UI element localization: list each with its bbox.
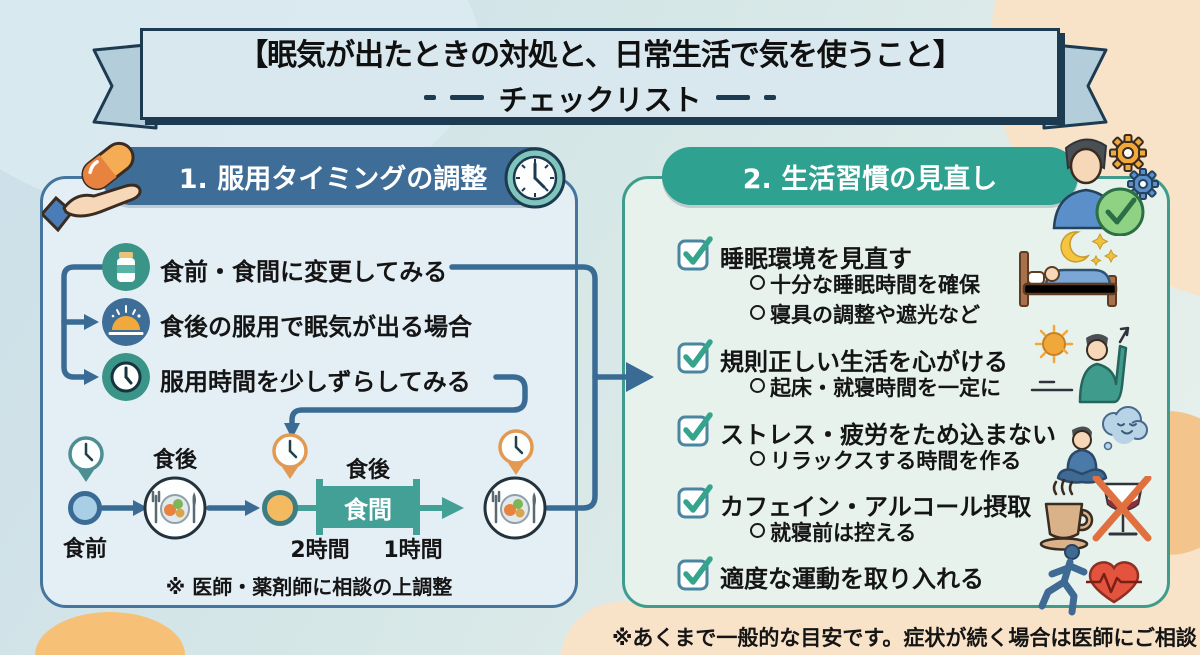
checkbox-icon-5 xyxy=(677,556,713,591)
lifestyle-item-2: 規則正しい生活を心がける xyxy=(720,348,1008,376)
page-subtitle: チェックリスト xyxy=(424,77,776,119)
between-meals-box: 食間 xyxy=(316,479,420,535)
clock-pin-end-icon xyxy=(498,429,534,475)
bullet-circle xyxy=(750,378,765,393)
running-heart-icon xyxy=(1038,544,1142,616)
gear-orange xyxy=(1109,134,1147,172)
lifestyle-item-1-sub-2: 寝具の調整や遮光など xyxy=(770,303,980,327)
lifestyle-panel xyxy=(622,176,1170,608)
clock-pin-mid-icon xyxy=(272,433,308,479)
timing-item-2: 食後の服用で眠気が出る場合 xyxy=(160,313,472,341)
bed-moon-icon xyxy=(1019,231,1119,307)
meal-plate-icon-2 xyxy=(483,476,547,540)
two-hours-label: 2時間 xyxy=(290,538,350,563)
checkbox-icon-2 xyxy=(677,339,713,374)
ribbon-dash-right-long xyxy=(715,95,750,100)
consult-note: ※ 医師・薬剤師に相談の上調整 xyxy=(165,575,453,599)
person-gears-check-icon xyxy=(1052,134,1159,236)
bullet-circle xyxy=(750,305,765,320)
timing-item-1: 食前・食間に変更してみる xyxy=(160,258,448,286)
bullet-circle xyxy=(750,451,765,466)
title-ribbon: 【眠気が出たときの対処と、日常生活で気を使うこと】 チェックリスト xyxy=(140,28,1060,120)
lifestyle-item-4-sub-1: 就寝前は控える xyxy=(770,521,917,545)
lifestyle-item-3: ストレス・疲労をため込まない xyxy=(720,421,1056,449)
checkbox-icon-4 xyxy=(677,484,713,519)
medicine-bottle-icon xyxy=(102,243,150,291)
timing-item-3: 服用時間を少しずらしてみる xyxy=(160,368,471,396)
hand-pill-icon xyxy=(42,141,142,233)
ribbon-dash-left-long xyxy=(450,95,485,100)
lifestyle-item-3-sub-1: リラックスする時間を作る xyxy=(770,449,1022,473)
bullet-circle xyxy=(750,275,765,290)
section1-header: 1. 服用タイミングの調整 xyxy=(102,147,564,205)
checkbox-icon-3 xyxy=(677,412,713,447)
lifestyle-item-1-sub-1: 十分な睡眠時間を確保 xyxy=(770,273,980,297)
clock-badge-icon xyxy=(504,147,566,209)
lifestyle-item-1: 睡眠環境を見直す xyxy=(720,245,912,273)
after-meal-label-plate: 食後 xyxy=(152,448,197,473)
timeline-mid-dot xyxy=(262,490,298,526)
lifestyle-item-5: 適度な運動を取り入れる xyxy=(720,565,984,593)
meal-dome-icon xyxy=(102,298,150,346)
gear-blue xyxy=(1127,168,1159,200)
bullet-circle xyxy=(750,523,765,538)
footer-disclaimer: ※あくまで一般的な目安です。症状が続く場合は医師にご相談ください。 xyxy=(612,626,1200,650)
meal-plate-icon-1 xyxy=(143,476,207,540)
page-title: 【眠気が出たときの対処と、日常生活で気を使うこと】 xyxy=(238,37,963,73)
ribbon-dash-right-small xyxy=(763,95,776,100)
lifestyle-item-2-sub-1: 起床・就寝時間を一定に xyxy=(770,376,1001,400)
ribbon-dash-left-small xyxy=(424,95,437,100)
meditation-cloud-icon xyxy=(1056,406,1148,484)
sunrise-stretch-icon xyxy=(1030,324,1130,404)
one-hour-label: 1時間 xyxy=(383,538,443,563)
before-meal-label: 食前 xyxy=(62,537,107,562)
section2-header: 2. 生活習慣の見直し xyxy=(662,147,1078,205)
clock-pin-before-meal-icon xyxy=(68,436,104,482)
timeline-start-dot xyxy=(68,491,102,525)
checkbox-icon-1 xyxy=(677,236,713,271)
clock-icon xyxy=(102,353,150,401)
lifestyle-item-4: カフェイン・アルコール摂取 xyxy=(720,493,1032,521)
after-meal-label-interval: 食後 xyxy=(345,458,390,483)
